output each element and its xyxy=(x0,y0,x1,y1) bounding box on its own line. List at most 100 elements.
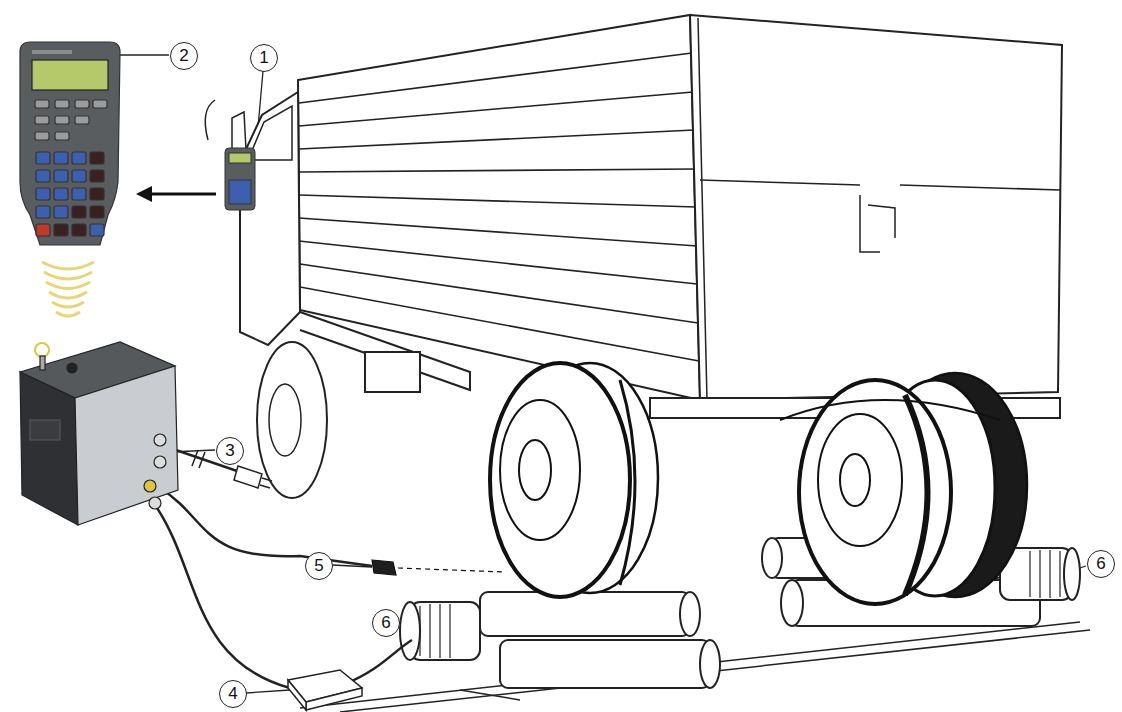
front-wheel-far xyxy=(257,342,327,498)
truck-body xyxy=(868,205,895,238)
truck-body xyxy=(299,53,699,361)
handheld-remote xyxy=(36,152,50,164)
handheld-in-cabin xyxy=(229,153,251,163)
handheld-in-cabin xyxy=(229,180,251,204)
mains-plug xyxy=(234,466,262,488)
pointer-arrow xyxy=(136,186,216,202)
handheld-remote xyxy=(20,42,120,245)
handheld-remote xyxy=(35,116,49,124)
handheld-remote xyxy=(32,50,72,54)
handheld-remote xyxy=(36,152,104,236)
truck-body xyxy=(700,180,1060,252)
front-tyre xyxy=(490,363,658,597)
front-wheel-far xyxy=(269,384,301,456)
pointer-arrow xyxy=(148,193,216,196)
mains-plug xyxy=(260,485,270,488)
handheld-remote xyxy=(36,188,50,200)
front-tyre xyxy=(490,363,630,597)
handheld-remote xyxy=(72,188,86,200)
rear-roller-set xyxy=(1039,550,1040,598)
truck-body xyxy=(700,180,860,185)
rear-roller-set xyxy=(1049,550,1050,598)
handheld-remote xyxy=(90,224,104,236)
handheld-remote xyxy=(54,152,104,236)
rear-dual-tyres xyxy=(905,395,928,595)
front-roller-set xyxy=(439,604,440,658)
front-tyre xyxy=(519,440,551,500)
control-unit xyxy=(35,343,49,357)
rear-roller-set xyxy=(1029,551,1030,597)
radio-waves xyxy=(46,282,90,289)
handheld-remote xyxy=(75,100,89,108)
handheld-remote xyxy=(36,206,50,218)
handheld-remote xyxy=(54,206,68,218)
truck-cabin xyxy=(232,112,246,150)
handheld-remote xyxy=(55,100,69,108)
rear-roller-set xyxy=(1059,551,1060,597)
handheld-in-cabin xyxy=(225,148,255,210)
junction-box xyxy=(288,680,306,710)
sensor xyxy=(398,568,505,572)
junction-box xyxy=(288,670,362,710)
rear-roller-set xyxy=(1064,548,1080,600)
handheld-remote xyxy=(55,116,69,124)
front-roller-set xyxy=(400,592,720,688)
handheld-remote xyxy=(90,152,104,164)
cable-break xyxy=(199,452,205,468)
mains-plug xyxy=(262,478,272,481)
control-unit xyxy=(20,342,178,525)
sensor xyxy=(372,560,396,575)
rear-dual-tyres xyxy=(818,414,902,546)
callout-number: 6 xyxy=(1087,550,1115,578)
callout-number: 3 xyxy=(216,437,244,465)
radio-waves xyxy=(42,262,94,269)
cable xyxy=(155,505,290,688)
sensor xyxy=(372,560,505,575)
truck-body xyxy=(300,264,698,323)
front-wheel-far xyxy=(257,342,327,498)
handheld-remote xyxy=(54,188,68,200)
control-unit xyxy=(20,372,78,525)
radio-waves xyxy=(56,312,80,316)
rear-roller-set xyxy=(762,538,782,578)
truck-cabin xyxy=(365,352,420,392)
rear-roller-set xyxy=(1030,550,1060,598)
front-roller-set xyxy=(400,602,420,660)
handheld-remote xyxy=(35,132,49,140)
rear-roller-set xyxy=(781,580,803,626)
radio-waves xyxy=(44,272,92,279)
truck-body xyxy=(299,241,697,284)
handheld-remote xyxy=(54,224,68,236)
handheld-remote xyxy=(90,170,104,182)
handheld-remote xyxy=(35,100,107,140)
truck-body xyxy=(860,195,880,252)
truck-cabin xyxy=(205,92,470,392)
handheld-remote xyxy=(54,152,68,164)
handheld-remote xyxy=(90,188,104,200)
cable-break xyxy=(192,450,205,468)
truck-body xyxy=(298,15,1062,418)
rear-dual-tyres xyxy=(840,454,870,506)
handheld-remote xyxy=(90,206,104,218)
truck-body xyxy=(299,92,693,126)
handheld-remote xyxy=(93,100,107,108)
handheld-remote xyxy=(54,170,68,182)
handheld-remote xyxy=(20,42,120,245)
pointer-arrow xyxy=(136,186,152,202)
junction-box xyxy=(306,688,362,710)
control-unit xyxy=(154,434,166,446)
front-tyre xyxy=(620,380,635,585)
cable xyxy=(345,640,412,684)
truck-body xyxy=(698,18,707,400)
control-unit xyxy=(149,497,161,509)
cable xyxy=(160,488,372,566)
handheld-remote xyxy=(75,116,89,124)
callout-number: 5 xyxy=(305,552,333,580)
truck-body xyxy=(299,195,696,207)
front-roller-set xyxy=(449,604,450,658)
handheld-remote xyxy=(72,224,86,236)
mains-plug xyxy=(234,466,272,488)
